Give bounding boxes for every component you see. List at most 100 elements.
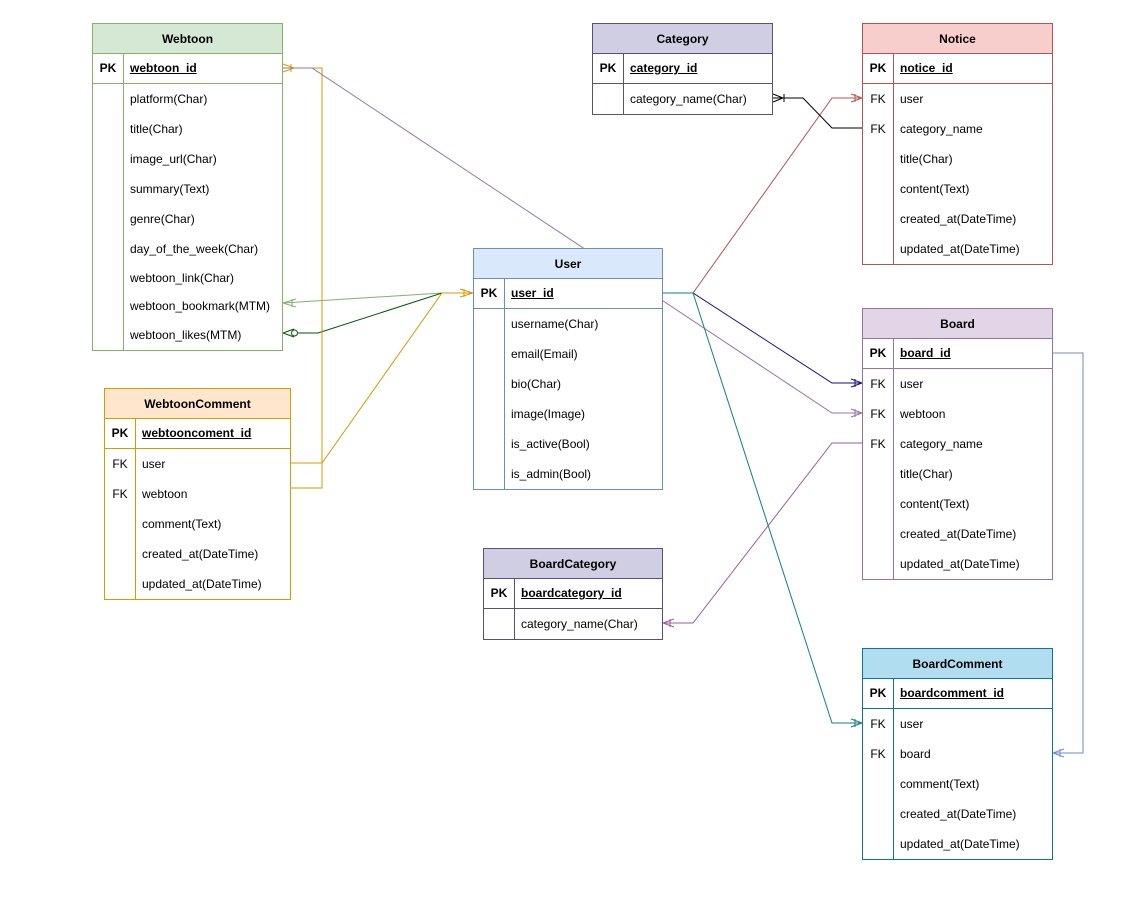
- pk-field-name: category_id: [630, 61, 698, 75]
- field-name: updated_at(DateTime): [900, 557, 1020, 571]
- key-label: [93, 114, 123, 144]
- field-row: content(Text): [863, 489, 1052, 519]
- field-row: genre(Char): [93, 204, 282, 234]
- rel-user-webtoon-likes: [281, 292, 473, 338]
- field-row: content(Text): [863, 174, 1052, 204]
- field-row: created_at(DateTime): [863, 799, 1052, 829]
- key-label: [93, 292, 123, 320]
- field-name: updated_at(DateTime): [900, 837, 1020, 851]
- field-name: webtoon_link(Char): [130, 271, 235, 285]
- field-row: image(Image): [474, 399, 662, 429]
- field-row: category_name(Char): [484, 609, 662, 639]
- key-label: [93, 320, 123, 350]
- primary-key-row: PK notice_id: [863, 54, 1052, 84]
- field-name: is_active(Bool): [511, 437, 590, 451]
- rel-user-board-user: [663, 292, 864, 388]
- pk-label: PK: [111, 426, 129, 440]
- key-column-divider: [504, 309, 505, 489]
- key-label: [105, 509, 135, 539]
- key-label: [863, 204, 893, 234]
- rel-boardcategory-board: [661, 442, 862, 628]
- field-row: created_at(DateTime): [863, 519, 1052, 549]
- field-row: email(Email): [474, 339, 662, 369]
- rel-category-notice: [772, 93, 862, 129]
- key-label: [93, 204, 123, 234]
- key-label: [863, 799, 893, 829]
- field-row: day_of_the_week(Char): [93, 234, 282, 264]
- key-column-divider: [893, 84, 894, 264]
- rel-user-webtooncomment-user: [291, 288, 475, 464]
- field-name: user: [900, 92, 924, 106]
- field-name: created_at(DateTime): [142, 547, 259, 561]
- key-column-divider: [514, 609, 515, 639]
- key-label: FK: [112, 487, 128, 501]
- key-label: [474, 399, 504, 429]
- pk-field-name: notice_id: [900, 61, 953, 75]
- field-row: platform(Char): [93, 84, 282, 114]
- field-row: FK user: [863, 369, 1052, 399]
- key-column-divider: [623, 84, 624, 114]
- rel-board-boardcomment: [1051, 352, 1084, 758]
- key-column-divider: [135, 449, 136, 599]
- key-label: [93, 144, 123, 174]
- entity-title: Category: [593, 24, 772, 54]
- field-name: image(Image): [511, 407, 586, 421]
- field-list: username(Char)email(Email)bio(Char)image…: [474, 309, 662, 489]
- key-label: FK: [112, 457, 128, 471]
- field-row: webtoon_bookmark(MTM): [93, 292, 282, 320]
- field-row: updated_at(DateTime): [863, 234, 1052, 264]
- field-name: user: [900, 377, 924, 391]
- field-row: title(Char): [863, 459, 1052, 489]
- entity-title: User: [474, 249, 662, 279]
- field-name: image_url(Char): [130, 152, 217, 166]
- field-name: email(Email): [511, 347, 578, 361]
- rel-user-notice-user: [663, 93, 864, 294]
- entity-title: BoardCategory: [484, 549, 662, 579]
- field-name: category_name: [900, 437, 983, 451]
- key-label: FK: [870, 122, 886, 136]
- key-label: [93, 84, 123, 114]
- field-name: webtoon_likes(MTM): [130, 328, 242, 342]
- field-row: title(Char): [93, 114, 282, 144]
- key-label: FK: [870, 377, 886, 391]
- key-label: [474, 459, 504, 489]
- key-label: FK: [870, 437, 886, 451]
- pk-field-name: boardcategory_id: [521, 586, 622, 600]
- field-name: category_name(Char): [630, 92, 747, 106]
- field-row: comment(Text): [863, 769, 1052, 799]
- key-label: [863, 519, 893, 549]
- key-label: [863, 234, 893, 264]
- key-column-divider: [123, 84, 124, 350]
- entity-title: Webtoon: [93, 24, 282, 54]
- field-list: category_name(Char): [593, 84, 772, 114]
- pk-label: PK: [869, 61, 887, 75]
- field-row: created_at(DateTime): [863, 204, 1052, 234]
- field-name: updated_at(DateTime): [900, 242, 1020, 256]
- field-list: category_name(Char): [484, 609, 662, 639]
- key-label: [474, 309, 504, 339]
- key-label: [105, 539, 135, 569]
- field-row: summary(Text): [93, 174, 282, 204]
- field-row: updated_at(DateTime): [863, 549, 1052, 579]
- field-row: is_admin(Bool): [474, 459, 662, 489]
- field-name: title(Char): [130, 122, 183, 136]
